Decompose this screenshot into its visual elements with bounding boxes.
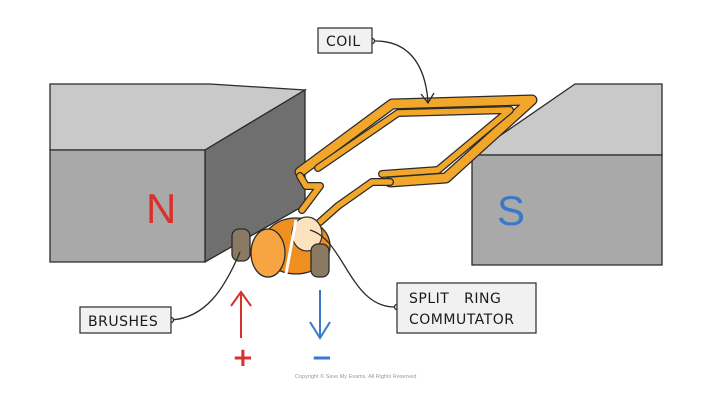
brushes-leader bbox=[170, 251, 241, 321]
commutator-label-line2: COMMUTATOR bbox=[409, 312, 514, 328]
coil-leader bbox=[372, 40, 429, 103]
copyright-text: Copyright © Save My Exams. All Rights Re… bbox=[295, 373, 416, 380]
brushes-label: BRUSHES bbox=[79, 306, 172, 334]
positive-terminal: + bbox=[230, 290, 254, 373]
brush-right bbox=[310, 243, 330, 278]
negative-terminal: − bbox=[309, 290, 333, 373]
north-pole-label: N bbox=[146, 185, 176, 232]
north-magnet: N bbox=[49, 83, 308, 264]
brush-left bbox=[231, 228, 251, 262]
coil-label-text: COIL bbox=[326, 34, 361, 50]
brushes-label-text: BRUSHES bbox=[88, 314, 158, 330]
leader-lines bbox=[167, 37, 435, 324]
commutator-split bbox=[284, 219, 298, 275]
coil bbox=[294, 94, 538, 226]
south-magnet: S bbox=[469, 83, 663, 266]
brushes bbox=[231, 228, 330, 278]
commutator-leader bbox=[309, 229, 398, 308]
south-pole-label: S bbox=[497, 187, 525, 234]
commutator-label: SPLIT RING COMMUTATOR bbox=[396, 282, 537, 334]
south-magnet-front bbox=[471, 154, 663, 266]
coil-label: COIL bbox=[317, 27, 373, 54]
positive-sign: + bbox=[232, 343, 254, 373]
commutator-label-line1: SPLIT RING bbox=[409, 291, 501, 307]
north-magnet-front bbox=[49, 149, 206, 263]
negative-sign: − bbox=[311, 343, 333, 373]
split-ring-commutator bbox=[250, 216, 331, 278]
